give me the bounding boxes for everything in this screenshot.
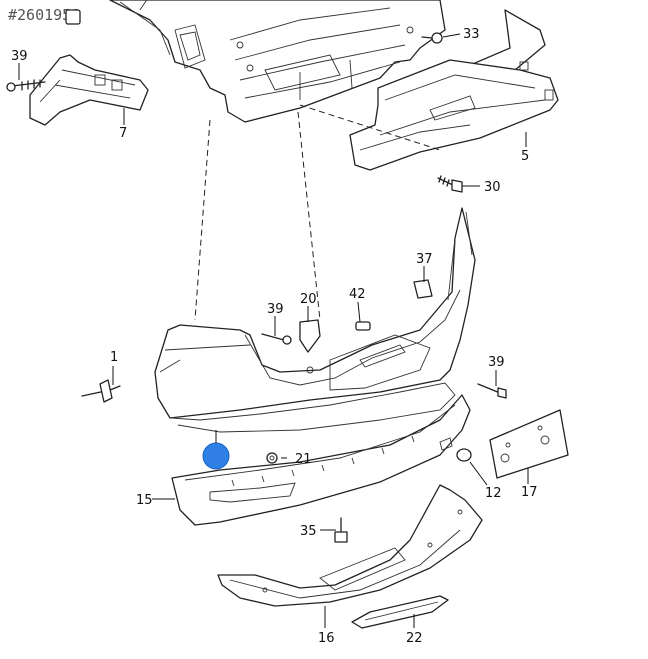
- rivet-part: [81, 379, 121, 403]
- screw-30-part: [437, 175, 463, 193]
- bumper-reinforcement-part: [349, 9, 559, 171]
- callout-39-right: 39: [488, 355, 505, 370]
- callout-15: 15: [136, 493, 153, 508]
- callout-39-left: 39: [267, 302, 284, 317]
- callout-1: 1: [110, 350, 118, 365]
- reference-id: #2601958: [8, 6, 80, 24]
- assembly-line-top: [299, 104, 441, 151]
- callout-33: 33: [463, 27, 480, 42]
- callout-7: 7: [119, 126, 127, 141]
- body-frame-part: [109, 0, 446, 123]
- clip-37-part: [413, 279, 433, 299]
- screw-39-left-part: [261, 333, 292, 345]
- license-plate-bracket-part: [489, 409, 569, 479]
- washer-21-part: [266, 452, 278, 464]
- bumper-cover-part: [154, 207, 476, 433]
- assembly-line-left: [194, 119, 211, 321]
- callout-16: 16: [318, 631, 335, 646]
- clip-part-top: [65, 9, 81, 25]
- callout-30: 30: [484, 180, 501, 195]
- screw-39-right-part: [477, 383, 507, 399]
- callout-22: 22: [406, 631, 423, 646]
- screw-33-part: [421, 32, 443, 44]
- lower-trim-part: [171, 394, 471, 526]
- trim-strip-part: [351, 595, 449, 629]
- callout-35: 35: [300, 524, 317, 539]
- leader-lines: [18, 33, 529, 628]
- screw-39-top-part: [6, 79, 46, 92]
- callout-37: 37: [416, 252, 433, 267]
- side-bracket-part: [29, 54, 149, 126]
- callout-12: 12: [485, 486, 502, 501]
- callout-5: 5: [521, 149, 529, 164]
- callout-39-top: 39: [11, 49, 28, 64]
- callout-20: 20: [300, 292, 317, 307]
- clip-20-part: [299, 319, 321, 353]
- marker-dot[interactable]: [202, 442, 230, 470]
- diffuser-part: [217, 484, 483, 607]
- assembly-line-right: [297, 111, 321, 321]
- pin-42-part: [355, 321, 371, 331]
- callout-42: 42: [349, 287, 366, 302]
- callout-21: 21: [295, 452, 312, 467]
- screw-35-part: [334, 517, 348, 543]
- callout-17: 17: [521, 485, 538, 500]
- sensor-part: [456, 448, 472, 462]
